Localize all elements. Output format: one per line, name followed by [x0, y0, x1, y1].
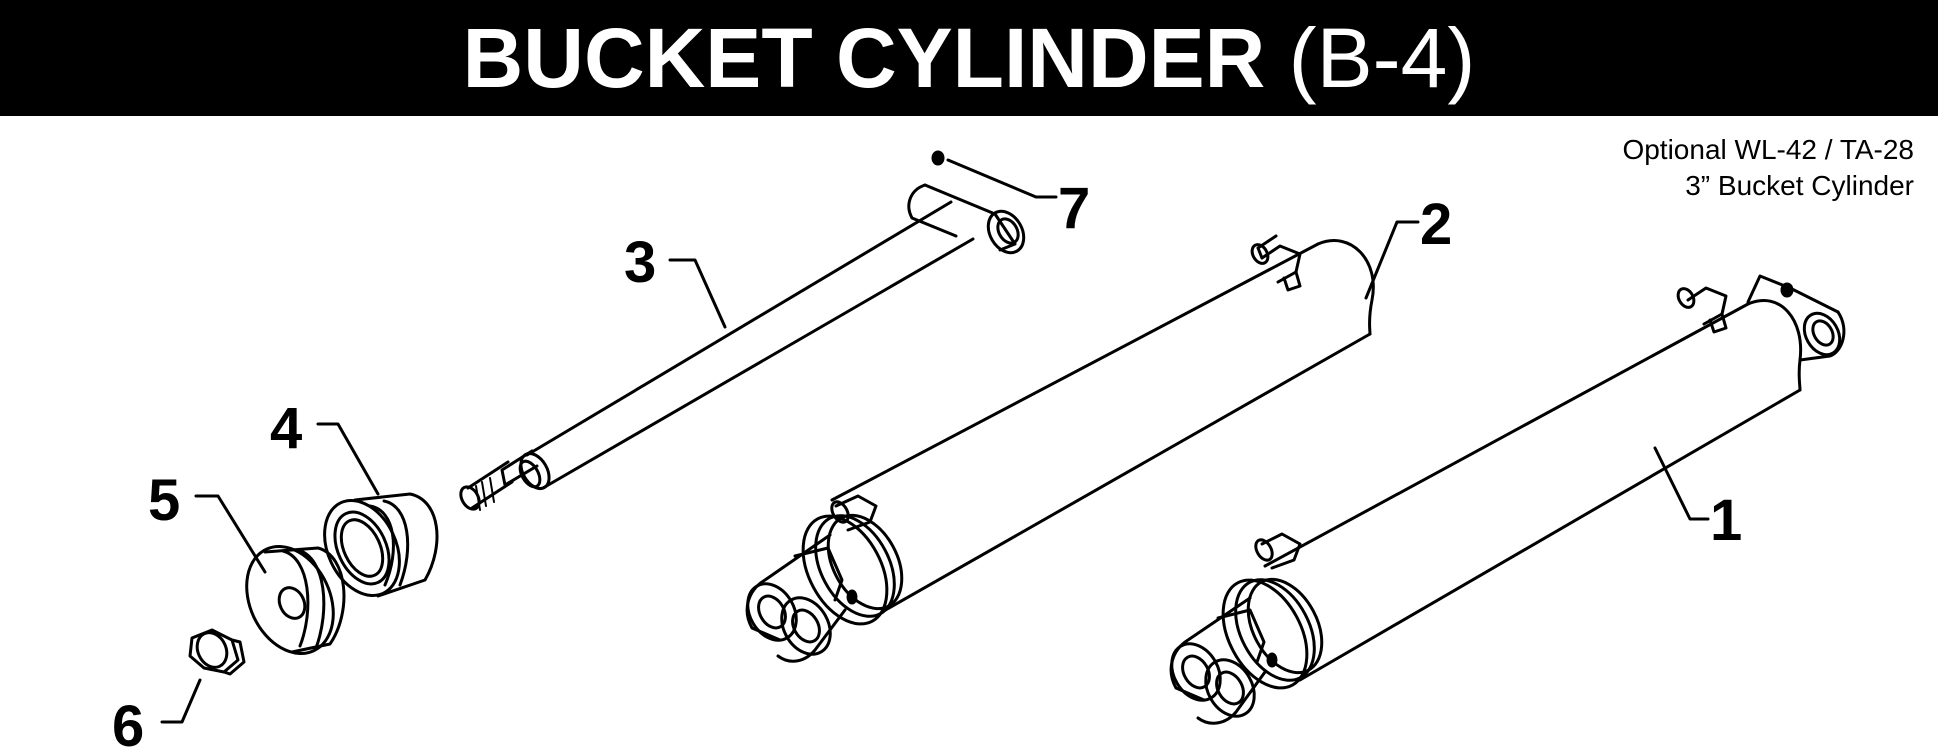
- callout-6: 6: [112, 694, 144, 756]
- callout-7: 7: [1058, 176, 1090, 241]
- assembled-cylinder: [1169, 274, 1846, 725]
- callout-1: 1: [1710, 488, 1742, 553]
- gland: [323, 492, 439, 598]
- callout-2: 2: [1420, 192, 1452, 257]
- note-line-2: 3” Bucket Cylinder: [1685, 170, 1914, 201]
- page-title: BUCKET CYLINDER (B-4): [463, 16, 1476, 100]
- note-line-1: Optional WL-42 / TA-28: [1622, 134, 1914, 165]
- title-main: BUCKET CYLINDER: [462, 11, 1266, 105]
- optional-note: Optional WL-42 / TA-28 3” Bucket Cylinde…: [1622, 132, 1914, 204]
- leader-lines: [160, 158, 1710, 724]
- callout-4: 4: [270, 396, 302, 461]
- title-code: (B-4): [1288, 11, 1476, 105]
- callout-3: 3: [624, 230, 656, 295]
- title-bar: BUCKET CYLINDER (B-4): [0, 0, 1938, 116]
- callout-labels: 1 2 3 4 5 6 7: [112, 176, 1742, 756]
- cylinder-barrel: [745, 234, 1375, 663]
- lock-nut: [188, 628, 246, 676]
- callout-5: 5: [148, 468, 180, 533]
- piston: [245, 545, 346, 655]
- piston-rod: [459, 150, 1026, 511]
